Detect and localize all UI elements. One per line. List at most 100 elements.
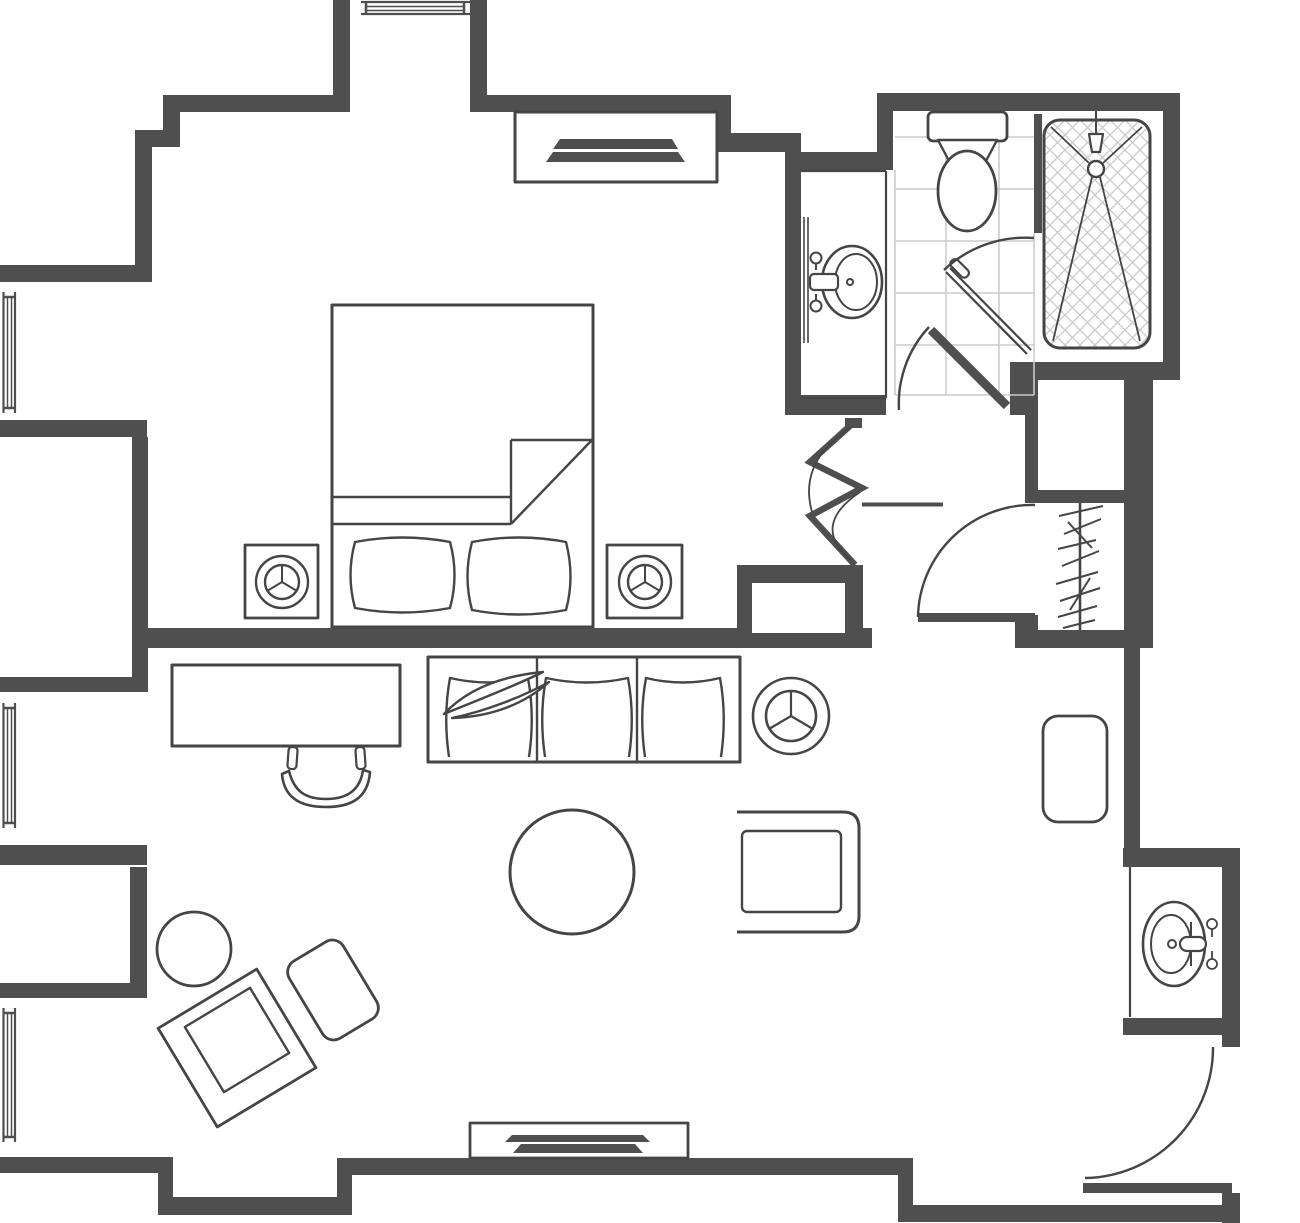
shower-door-arc [943, 236, 1035, 271]
bath-sink-handle [809, 299, 823, 313]
shower-head [1087, 132, 1105, 154]
wall-window-alcove-left [333, 0, 350, 112]
sofa-cushion [445, 676, 533, 758]
desk-chair-post [354, 745, 367, 771]
shower-door-glass [949, 267, 1032, 351]
ottoman [286, 938, 380, 1042]
niche-recess [752, 583, 845, 633]
bath-sink-spout [808, 272, 840, 292]
bathroom-door-arc [897, 326, 930, 411]
bathroom [801, 110, 1152, 400]
wall [0, 983, 147, 998]
wall [1124, 648, 1140, 867]
hanger-line [1057, 605, 1098, 618]
entry-door-arc [1084, 1046, 1215, 1180]
wetbar-handle [1206, 958, 1218, 970]
tv-console-bar [505, 1135, 650, 1142]
hanger-line [1067, 521, 1093, 549]
hanger-line [1062, 619, 1096, 629]
sofa [426, 655, 742, 764]
wall [1010, 380, 1027, 415]
table-lamp-spoke [629, 581, 646, 592]
wall-wetbar-top [1123, 848, 1240, 867]
wall [0, 677, 148, 692]
wall-accordion-stub [845, 418, 862, 428]
desk-chair-post [286, 745, 299, 771]
side-table [155, 910, 233, 988]
wall [1222, 848, 1240, 1047]
coffee-table [508, 808, 636, 936]
wall-bath-partition [877, 93, 893, 170]
wall [163, 95, 350, 112]
wall [0, 845, 147, 865]
closet-door-arc [916, 503, 1036, 618]
sofa-cushion [641, 676, 725, 758]
wall-bottom-left [0, 1157, 173, 1173]
wall [898, 1158, 913, 1222]
toilet-bowl [936, 149, 998, 233]
wall [1015, 615, 1038, 648]
shower-drain [1086, 159, 1106, 179]
floor-lamp-spoke [790, 715, 814, 730]
table-lamp-spoke [266, 581, 283, 592]
closet [1055, 503, 1104, 630]
shower-door-glass [945, 271, 1028, 355]
toilet-tank [926, 110, 1009, 143]
bed [330, 303, 595, 629]
wall [158, 1173, 173, 1197]
entry-door-leaf [1083, 1183, 1232, 1193]
desk [170, 663, 402, 748]
hanger-line [1069, 577, 1091, 611]
shower-spray-line [1099, 176, 1141, 342]
doors [804, 236, 1232, 1193]
hanger-line [1055, 571, 1099, 585]
throw-pillow-leaf [442, 670, 545, 716]
wall [1025, 380, 1038, 503]
bath-sink-drain [846, 278, 854, 286]
wall-bottom [158, 1197, 352, 1215]
table-lamp-outer [254, 554, 310, 610]
windows [2, 0, 470, 1142]
shower-spray-line [1102, 126, 1143, 164]
wall [1010, 362, 1180, 380]
accordion-door-arc [831, 491, 861, 561]
table-lamp-outer [617, 554, 673, 610]
accordion-door-arc [808, 427, 851, 513]
armchair-frame [156, 967, 318, 1129]
dresser [513, 110, 719, 184]
wall [0, 420, 147, 437]
wetbar-drain [1167, 939, 1177, 949]
wall-divider [132, 628, 737, 648]
table-lamp-spoke [644, 581, 661, 592]
wall-closet-bottom [1038, 630, 1153, 648]
shower-door-handle [949, 257, 971, 279]
hanger-line [1058, 505, 1104, 517]
wall [337, 1173, 352, 1197]
wall [718, 133, 801, 152]
bedroom-furniture [243, 110, 719, 629]
dresser-tv-bar [546, 152, 685, 162]
pillow [349, 536, 456, 614]
wall-bath-top [877, 93, 1180, 111]
hanger-line [1057, 539, 1097, 550]
wall [487, 95, 731, 112]
closet-door-leaf [918, 613, 1035, 622]
wall [0, 265, 152, 282]
tv-console [468, 1121, 690, 1160]
table-lamp-spoke [281, 581, 298, 592]
bathroom-door-leaf [927, 326, 1011, 410]
floor-lamp-outer [751, 676, 831, 756]
pillow [466, 536, 572, 616]
wetbar-handle [1206, 918, 1218, 930]
wall-right-outer [1163, 93, 1180, 380]
wetbar-spout [1178, 935, 1208, 953]
bed-fold-line [510, 439, 593, 525]
shower-spray-line [1052, 176, 1093, 342]
wall [132, 437, 148, 677]
sofa-cushion [541, 676, 633, 758]
tv-console-bar [513, 1144, 643, 1153]
luggage-bench [1041, 714, 1109, 824]
accent-chair-seat [740, 829, 843, 914]
